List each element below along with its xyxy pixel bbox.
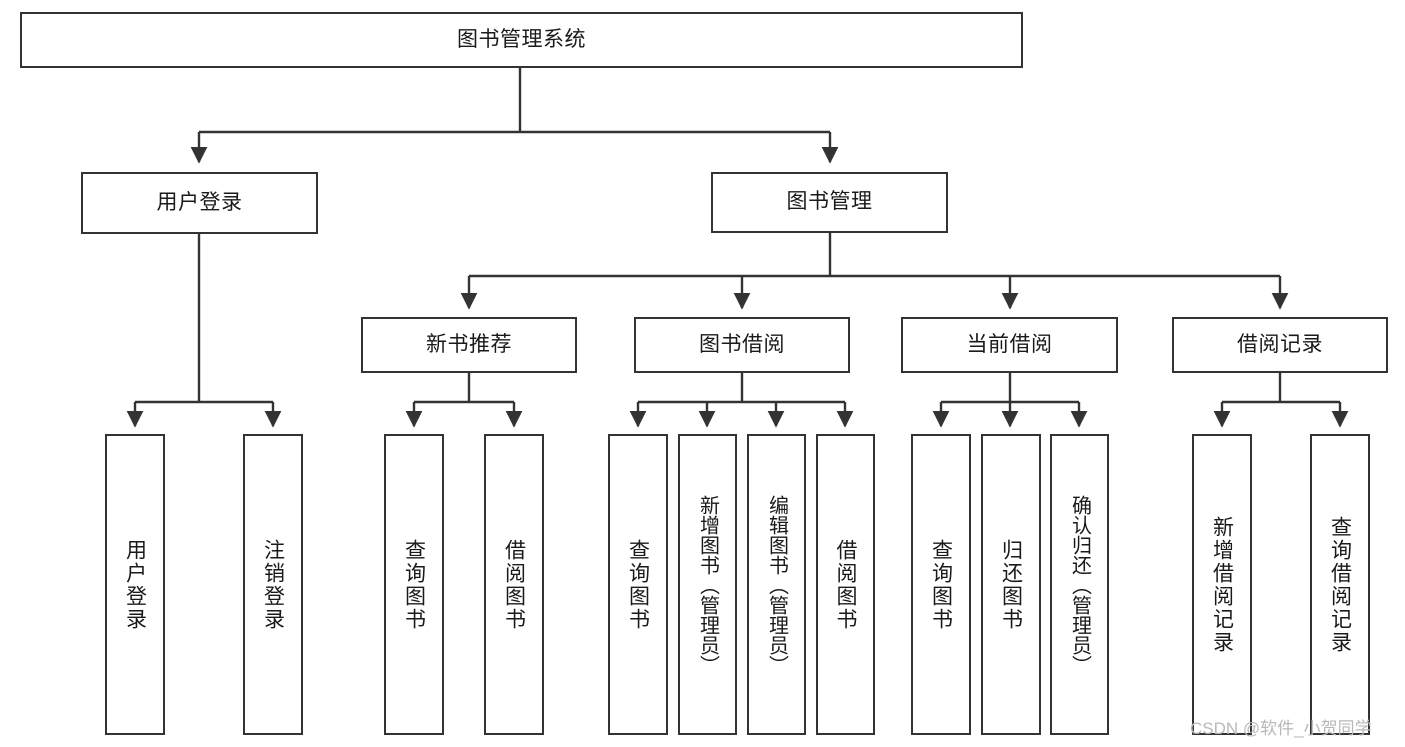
node-book-borrow[interactable]: 图书借阅 bbox=[634, 317, 850, 373]
node-leaf-query-borrow-record[interactable]: 查询借阅记录 bbox=[1310, 434, 1370, 735]
node-leaf-borrow-book-recommend[interactable]: 借阅图书 bbox=[484, 434, 544, 735]
node-user-login[interactable]: 用户登录 bbox=[81, 172, 318, 234]
node-label: 注销登录 bbox=[261, 538, 285, 631]
node-new-book-recommend[interactable]: 新书推荐 bbox=[361, 317, 577, 373]
node-label: 借阅记录 bbox=[1237, 332, 1323, 356]
node-current-borrow[interactable]: 当前借阅 bbox=[901, 317, 1118, 373]
node-leaf-edit-book-admin[interactable]: 编辑图书（管理员） bbox=[747, 434, 806, 735]
node-label: 确认归还（管理员） bbox=[1068, 494, 1091, 675]
node-leaf-logout[interactable]: 注销登录 bbox=[243, 434, 303, 735]
node-leaf-confirm-return-admin[interactable]: 确认归还（管理员） bbox=[1050, 434, 1109, 735]
node-label: 当前借阅 bbox=[966, 332, 1053, 356]
node-leaf-query-book-recommend[interactable]: 查询图书 bbox=[384, 434, 444, 735]
node-label: 查询图书 bbox=[626, 538, 650, 631]
node-label: 新增借阅记录 bbox=[1210, 515, 1234, 654]
node-leaf-borrow-book[interactable]: 借阅图书 bbox=[816, 434, 875, 735]
node-label: 借阅图书 bbox=[502, 538, 526, 631]
node-root-system[interactable]: 图书管理系统 bbox=[20, 12, 1023, 68]
node-book-management[interactable]: 图书管理 bbox=[711, 172, 948, 233]
node-leaf-return-book[interactable]: 归还图书 bbox=[981, 434, 1041, 735]
watermark-text: CSDN @软件_小贺同学 bbox=[1190, 719, 1372, 738]
node-label: 新书推荐 bbox=[426, 332, 512, 356]
node-label: 编辑图书（管理员） bbox=[765, 494, 788, 675]
node-borrow-record[interactable]: 借阅记录 bbox=[1172, 317, 1388, 373]
node-label: 新增图书（管理员） bbox=[696, 494, 719, 675]
node-leaf-query-book-current[interactable]: 查询图书 bbox=[911, 434, 971, 735]
node-label: 借阅图书 bbox=[834, 538, 857, 631]
node-label: 图书管理系统 bbox=[457, 27, 586, 51]
node-leaf-add-book-admin[interactable]: 新增图书（管理员） bbox=[678, 434, 737, 735]
node-label: 用户登录 bbox=[156, 190, 243, 214]
node-leaf-user-login[interactable]: 用户登录 bbox=[105, 434, 165, 735]
node-label: 图书管理 bbox=[786, 190, 873, 214]
node-label: 查询图书 bbox=[402, 538, 426, 631]
node-label: 归还图书 bbox=[999, 538, 1023, 631]
node-leaf-add-borrow-record[interactable]: 新增借阅记录 bbox=[1192, 434, 1252, 735]
node-label: 用户登录 bbox=[123, 538, 147, 631]
node-label: 图书借阅 bbox=[699, 332, 785, 356]
node-leaf-query-book-borrow[interactable]: 查询图书 bbox=[608, 434, 668, 735]
node-label: 查询借阅记录 bbox=[1328, 515, 1352, 654]
node-label: 查询图书 bbox=[929, 538, 953, 631]
